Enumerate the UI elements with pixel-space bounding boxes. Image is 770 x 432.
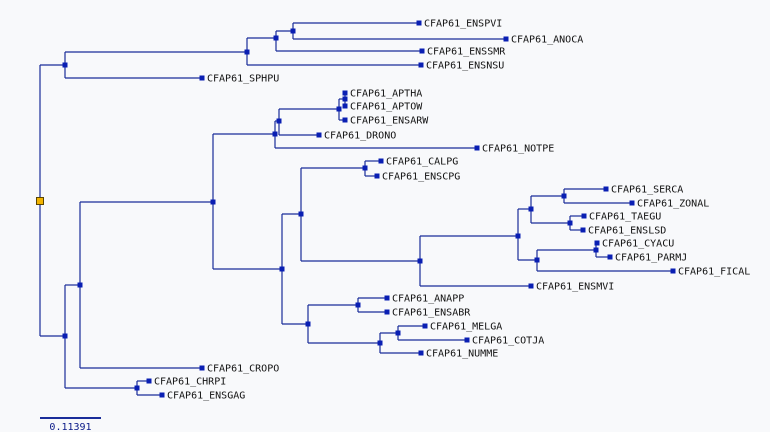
leaf-label: CFAP61_COTJA bbox=[472, 336, 544, 347]
leaf-node[interactable] bbox=[374, 173, 380, 179]
leaf-node[interactable] bbox=[159, 392, 165, 398]
leaf-label: CFAP61_APTOW bbox=[350, 102, 423, 113]
leaf-node[interactable] bbox=[580, 227, 586, 233]
leaf-node[interactable] bbox=[378, 158, 384, 164]
internal-node[interactable] bbox=[62, 333, 68, 339]
leaf-node[interactable] bbox=[316, 132, 322, 138]
leaf-label: CFAP61_CALPG bbox=[386, 157, 458, 168]
leaf-label: CFAP61_ENSABR bbox=[392, 308, 471, 319]
leaf-node[interactable] bbox=[384, 309, 390, 315]
internal-node[interactable] bbox=[210, 199, 216, 205]
leaf-label: CFAP61_APTHA bbox=[350, 89, 422, 100]
internal-node[interactable] bbox=[272, 131, 278, 137]
internal-node[interactable] bbox=[362, 165, 368, 171]
internal-node[interactable] bbox=[417, 258, 423, 264]
tree-branches bbox=[39, 22, 673, 396]
internal-node[interactable] bbox=[336, 106, 342, 112]
leaf-label: CFAP61_ENSGAG bbox=[167, 391, 245, 402]
leaf-label: CFAP61_DRONO bbox=[324, 131, 396, 142]
internal-node[interactable] bbox=[276, 118, 282, 124]
internal-node[interactable] bbox=[244, 49, 250, 55]
leaf-label: CFAP61_ZONAL bbox=[637, 199, 709, 210]
leaf-label: CFAP61_ENSCPG bbox=[382, 172, 460, 183]
internal-node[interactable] bbox=[77, 282, 83, 288]
internal-node[interactable] bbox=[528, 206, 534, 212]
leaf-node[interactable] bbox=[419, 48, 425, 54]
internal-node[interactable] bbox=[534, 257, 540, 263]
leaf-label: CFAP61_ENSNSU bbox=[426, 61, 504, 72]
tree-nodes bbox=[36, 20, 676, 398]
leaf-label: CFAP61_SERCA bbox=[611, 185, 683, 196]
leaf-node[interactable] bbox=[342, 117, 348, 123]
internal-node[interactable] bbox=[279, 266, 285, 272]
leaf-label: CFAP61_ANAPP bbox=[392, 294, 464, 305]
scale-bar: 0.11391 bbox=[40, 417, 101, 432]
leaf-label: CFAP61_NOTPE bbox=[482, 144, 554, 155]
leaf-node[interactable] bbox=[629, 200, 635, 206]
leaf-label: CFAP61_CYACU bbox=[602, 239, 674, 250]
leaf-label: CFAP61_SPHPU bbox=[207, 74, 279, 85]
leaf-label: CFAP61_CHRPI bbox=[154, 377, 226, 388]
internal-node[interactable] bbox=[273, 35, 279, 41]
leaf-label: CFAP61_PARMJ bbox=[615, 253, 687, 264]
leaf-label: CFAP61_ENSSMR bbox=[427, 47, 506, 58]
internal-node[interactable] bbox=[62, 62, 68, 68]
leaf-label: CFAP61_ENSLSD bbox=[588, 226, 666, 237]
leaf-label: CFAP61_FICAL bbox=[678, 267, 750, 278]
internal-node[interactable] bbox=[342, 96, 348, 102]
leaf-node[interactable] bbox=[464, 337, 470, 343]
leaf-node[interactable] bbox=[607, 254, 613, 260]
leaf-node[interactable] bbox=[199, 75, 205, 81]
leaf-node[interactable] bbox=[670, 268, 676, 274]
internal-node[interactable] bbox=[593, 247, 599, 253]
leaf-node[interactable] bbox=[581, 213, 587, 219]
internal-node[interactable] bbox=[567, 220, 573, 226]
leaf-node[interactable] bbox=[594, 240, 600, 246]
leaf-label: CFAP61_ENSPVI bbox=[424, 19, 502, 30]
leaf-node[interactable] bbox=[418, 350, 424, 356]
scale-bar-label: 0.11391 bbox=[49, 422, 91, 432]
leaf-node[interactable] bbox=[422, 323, 428, 329]
leaf-label: CFAP61_NUMME bbox=[426, 349, 498, 360]
leaf-node[interactable] bbox=[503, 36, 509, 42]
leaf-node[interactable] bbox=[418, 62, 424, 68]
leaf-node[interactable] bbox=[416, 20, 422, 26]
leaf-labels: CFAP61_ENSPVI CFAP61_ANOCA CFAP61_ENSSMR CF… bbox=[154, 19, 750, 402]
leaf-label: CFAP61_ENSMVI bbox=[536, 282, 614, 293]
internal-node[interactable] bbox=[355, 302, 361, 308]
internal-node[interactable] bbox=[377, 340, 383, 346]
leaf-node[interactable] bbox=[603, 186, 609, 192]
internal-node[interactable] bbox=[561, 193, 567, 199]
internal-node[interactable] bbox=[515, 233, 521, 239]
leaf-label: CFAP61_ENSARW bbox=[350, 116, 429, 127]
leaf-label: CFAP61_MELGA bbox=[430, 322, 502, 333]
leaf-node[interactable] bbox=[146, 378, 152, 384]
root-node[interactable] bbox=[36, 197, 44, 205]
leaf-node[interactable] bbox=[384, 295, 390, 301]
leaf-node[interactable] bbox=[342, 90, 348, 96]
leaf-node[interactable] bbox=[199, 365, 205, 371]
internal-node[interactable] bbox=[134, 385, 140, 391]
leaf-node[interactable] bbox=[342, 103, 348, 109]
leaf-label: CFAP61_CROPO bbox=[207, 364, 279, 375]
leaf-label: CFAP61_ANOCA bbox=[511, 35, 583, 46]
internal-node[interactable] bbox=[395, 330, 401, 336]
leaf-node[interactable] bbox=[528, 283, 534, 289]
leaf-node[interactable] bbox=[474, 145, 480, 151]
leaf-label: CFAP61_TAEGU bbox=[589, 212, 661, 223]
internal-node[interactable] bbox=[305, 321, 311, 327]
internal-node[interactable] bbox=[290, 28, 296, 34]
internal-node[interactable] bbox=[298, 211, 304, 217]
